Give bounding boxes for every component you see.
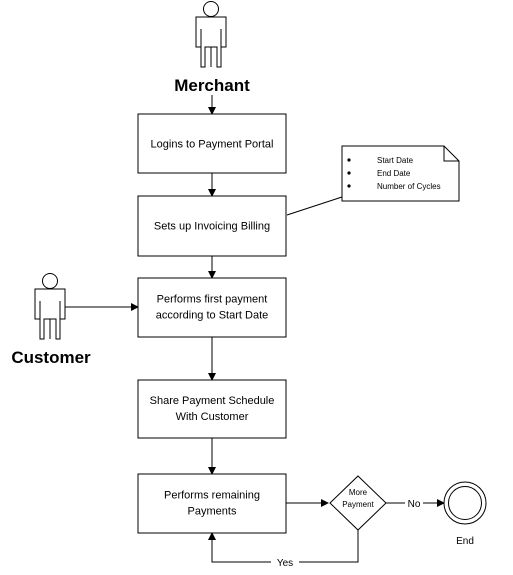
step-remaining-line1: Performs remaining <box>164 490 260 502</box>
step-remaining-payments: Performs remaining Payments <box>137 473 287 534</box>
decision-label-line2: Payment <box>342 500 374 509</box>
step-setup-label: Sets up Invoicing Billing <box>154 221 270 233</box>
step-remaining-line2: Payments <box>188 506 237 518</box>
step-share-line1: Share Payment Schedule <box>150 395 275 407</box>
merchant-label: Merchant <box>174 76 250 95</box>
end-label: End <box>456 536 474 547</box>
note-bullet-icon <box>347 184 351 188</box>
note-item: End Date <box>377 169 411 178</box>
edge-label-yes: Yes <box>277 558 293 569</box>
note-bullet-icon <box>347 171 351 175</box>
edge-label-yes-bg <box>271 555 299 568</box>
step-first-payment-line1: Performs first payment <box>157 294 268 306</box>
step-setup: Sets up Invoicing Billing <box>137 195 287 257</box>
customer-label: Customer <box>11 348 91 367</box>
decision-label-line1: More <box>349 488 368 497</box>
note-bullet-icon <box>347 158 351 162</box>
edge-label-no: No <box>408 499 421 510</box>
step-login: Logins to Payment Portal <box>137 113 287 174</box>
end-node-icon <box>443 481 487 525</box>
billing-parameters-note: Start Date End Date Number of Cycles <box>341 145 460 202</box>
note-connector <box>286 196 343 216</box>
step-first-payment: Performs first payment according to Star… <box>137 277 287 338</box>
step-share-schedule: Share Payment Schedule With Customer <box>137 379 287 439</box>
note-item: Number of Cycles <box>377 182 441 191</box>
note-item: Start Date <box>377 156 414 165</box>
step-share-line2: With Customer <box>176 411 249 423</box>
step-login-label: Logins to Payment Portal <box>151 139 274 151</box>
decision-more-payment: More Payment <box>329 475 387 531</box>
step-first-payment-line2: according to Start Date <box>156 310 269 322</box>
customer-actor-icon <box>34 273 66 340</box>
merchant-actor-icon <box>195 1 227 68</box>
